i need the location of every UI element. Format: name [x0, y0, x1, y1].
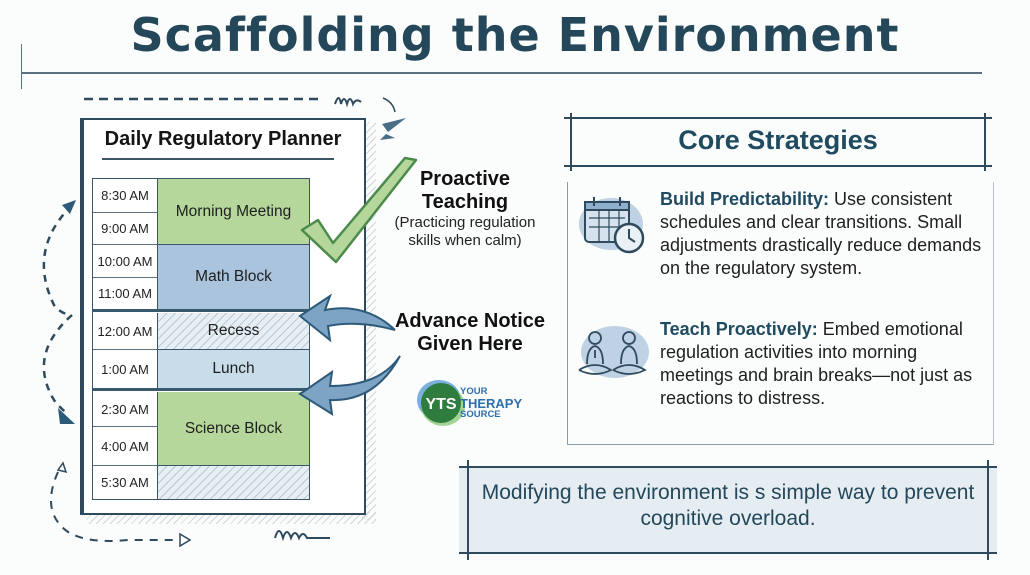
title-underline [22, 72, 982, 74]
logo-wordmark: YOUR THERAPY SOURCE [460, 387, 522, 420]
planner-title: Daily Regulatory Planner [104, 128, 342, 150]
strategy-heading: Teach Proactively: [660, 319, 818, 339]
scribble-bottom [274, 530, 330, 542]
logo-line-2: THERAPY [460, 396, 523, 411]
schedule-block-science: Science Block [158, 392, 309, 466]
strategy-body: Embed emotional regulation activities in… [660, 319, 973, 408]
time-cell: 9:00 AM [93, 213, 158, 245]
core-strategies-title: Core Strategies [678, 125, 878, 155]
schedule-block-empty [158, 466, 309, 499]
yts-logo-icon [417, 380, 465, 426]
takeaway-text: Modifying the environment is s simple wa… [481, 481, 975, 530]
strategy-build-predictability: Build Predictability: Use consistent sch… [660, 188, 990, 280]
calendar-clock-icon [579, 197, 645, 254]
checkmark-icon [300, 156, 418, 264]
logo-line-3: SOURCE [460, 409, 501, 420]
arrow-down-left-icon [380, 118, 406, 140]
schedule-block-recess: Recess [158, 313, 309, 350]
time-cell: 12:00 AM [93, 313, 158, 350]
takeaway-box [459, 460, 997, 560]
core-strategies-banner [564, 113, 992, 171]
time-cell: 8:30 AM [93, 179, 158, 213]
planner-shadow-bottom [86, 512, 376, 524]
advance-notice-label: Advance Notice Given Here [394, 310, 546, 355]
arrow-outline-icon [56, 461, 68, 474]
schedule-block-morning-meeting: Morning Meeting [158, 179, 309, 245]
meditation-icon [578, 326, 649, 378]
arrow-down-icon [58, 408, 75, 424]
time-cell: 2:30 AM [93, 392, 158, 427]
logo-mark: YTS [425, 396, 457, 413]
time-cell: 4:00 AM [93, 427, 158, 466]
transition-divider [93, 309, 309, 312]
strategy-teach-proactively: Teach Proactively: Embed emotional regul… [660, 318, 990, 410]
transition-divider [93, 388, 309, 391]
schedule-block-lunch: Lunch [158, 350, 309, 388]
schedule-block-math: Math Block [158, 245, 309, 309]
time-cell: 10:00 AM [93, 245, 158, 278]
planner-title-underline [102, 158, 334, 160]
arrow-left-icon [298, 355, 401, 416]
time-cell: 1:00 AM [93, 350, 158, 388]
time-cell: 5:30 AM [93, 466, 158, 499]
core-strategies-panel [567, 182, 994, 445]
arrow-up-icon [62, 200, 76, 214]
scribble-top [334, 97, 362, 108]
logo-line-1: YOUR [460, 386, 488, 397]
strategy-heading: Build Predictability: [660, 189, 830, 209]
title-margin-line [21, 44, 22, 89]
schedule-table: 8:30 AM 9:00 AM 10:00 AM 11:00 AM 12:00 … [92, 178, 310, 500]
proactive-teaching-caption: (Practicing regulation skills when calm) [394, 214, 536, 249]
proactive-teaching-label: Proactive Teaching [419, 168, 511, 213]
page-title: Scaffolding the Environment [130, 8, 900, 62]
arrow-left-icon [298, 293, 396, 343]
time-cell: 11:00 AM [93, 278, 158, 309]
strategy-body: Use consistent schedules and clear trans… [660, 189, 982, 278]
